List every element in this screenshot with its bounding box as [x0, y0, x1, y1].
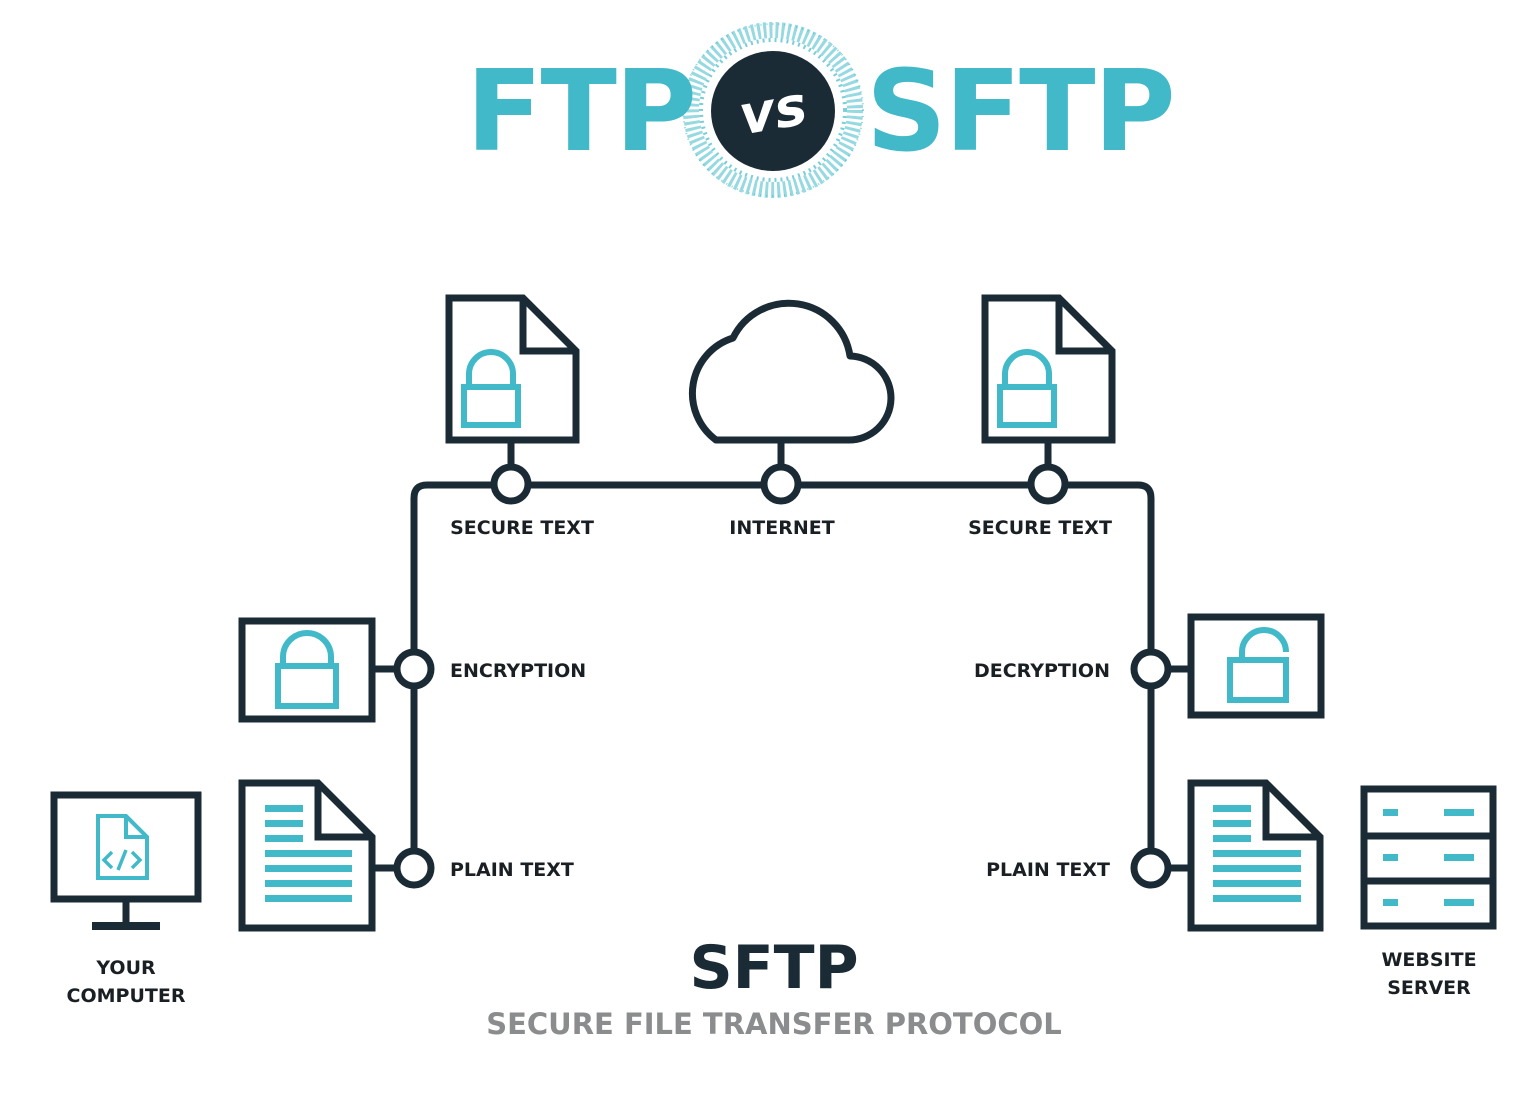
header: FTP vs SFTP: [466, 22, 1176, 198]
footer-acronym: SFTP: [689, 933, 858, 1003]
text-document-icon: [238, 779, 376, 932]
label-encryption: ENCRYPTION: [450, 660, 586, 682]
locked-document-icon: [981, 294, 1116, 444]
title-sftp: SFTP: [866, 47, 1174, 177]
computer-code-icon: [50, 791, 202, 930]
node-secure-text-right: [1027, 463, 1069, 505]
label-decryption: DECRYPTION: [974, 660, 1110, 682]
label-your-computer-line1: YOUR: [95, 957, 156, 979]
footer-full-name: SECURE FILE TRANSFER PROTOCOL: [486, 1007, 1062, 1041]
node-secure-text-left: [490, 463, 532, 505]
cloud-icon: [688, 299, 895, 444]
title-ftp: FTP: [466, 47, 695, 177]
label-plain-text-right: PLAIN TEXT: [986, 859, 1110, 881]
vs-badge: [711, 51, 835, 171]
node-plain-text-left: [393, 847, 435, 889]
connection-lines: [372, 440, 1191, 872]
open-lock-icon: [1187, 613, 1325, 719]
label-internet: INTERNET: [729, 517, 834, 539]
label-secure-text-right: SECURE TEXT: [968, 517, 1112, 539]
circuit-ring-icon: [682, 22, 864, 198]
vs-label: vs: [734, 74, 811, 148]
label-plain-text-left: PLAIN TEXT: [450, 859, 574, 881]
server-rack-icon: [1360, 785, 1497, 930]
node-encryption: [393, 648, 435, 690]
closed-lock-icon: [238, 617, 376, 723]
label-website-server-line2: SERVER: [1387, 977, 1471, 999]
node-plain-text-right: [1130, 847, 1172, 889]
label-your-computer-line2: COMPUTER: [67, 985, 186, 1007]
node-decryption: [1130, 648, 1172, 690]
node-internet: [760, 463, 802, 505]
locked-document-icon: [445, 294, 580, 444]
connection-nodes: [393, 463, 1172, 889]
text-document-icon: [1187, 779, 1324, 932]
label-website-server-line1: WEBSITE: [1381, 949, 1476, 971]
label-secure-text-left: SECURE TEXT: [450, 517, 594, 539]
